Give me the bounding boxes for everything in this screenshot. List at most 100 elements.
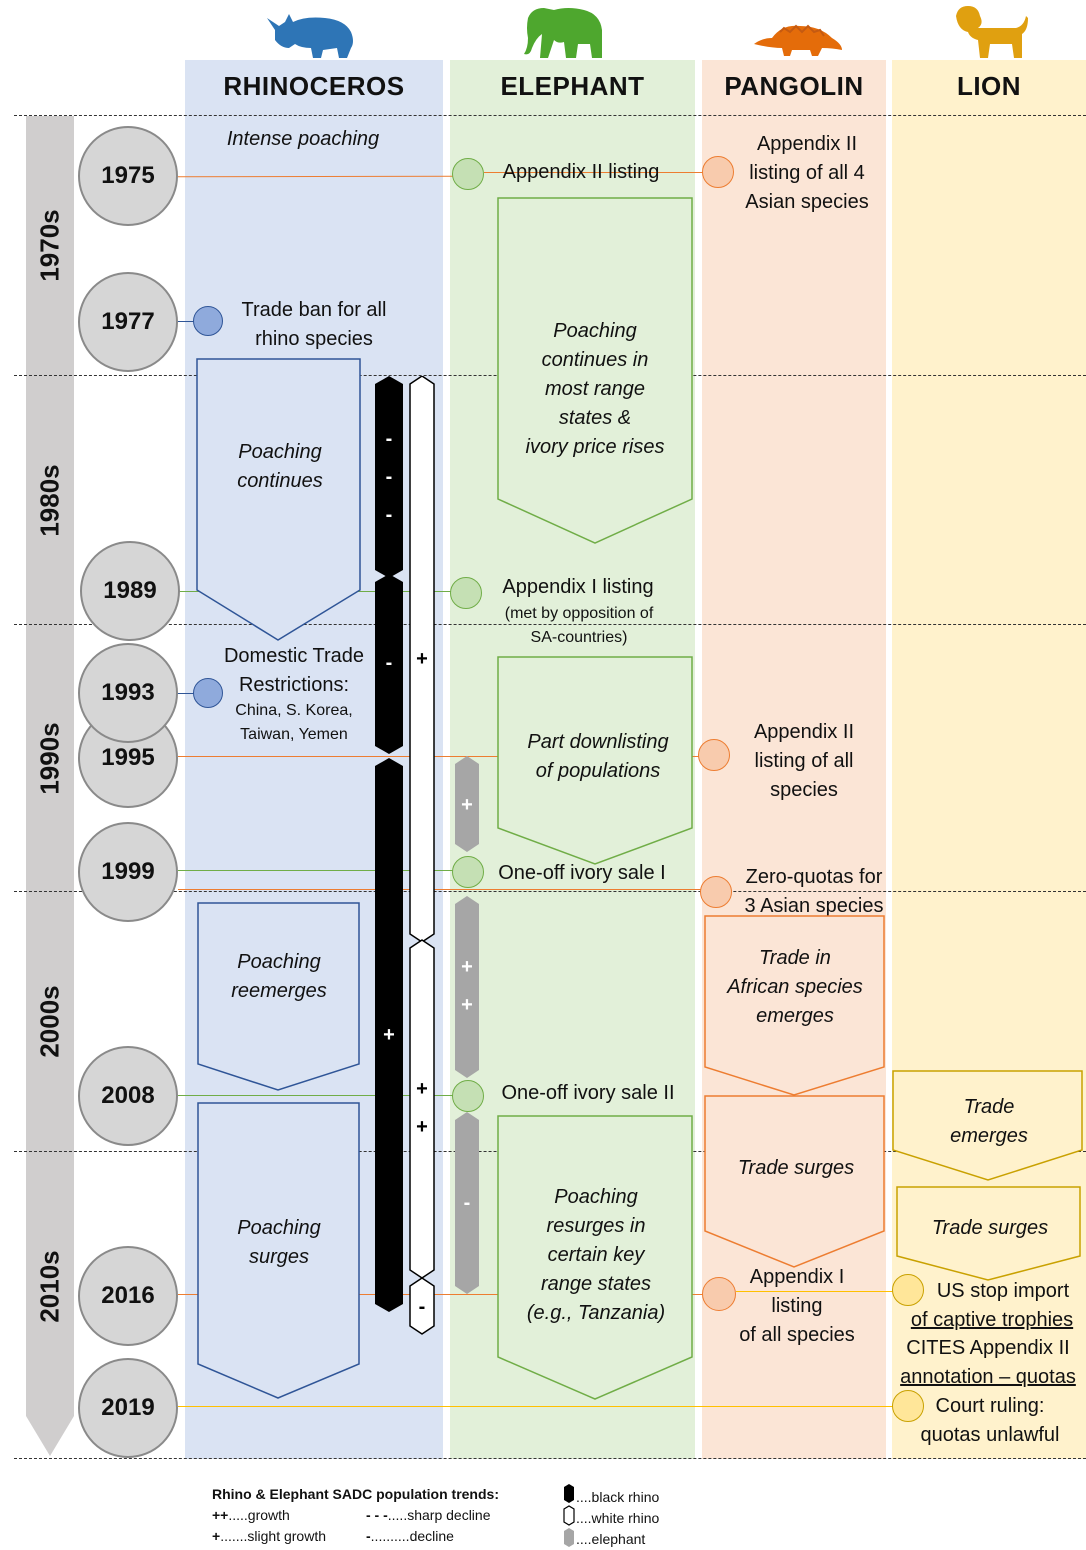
connector-2019 xyxy=(178,1406,896,1407)
year-circle-1977: 1977 xyxy=(78,272,178,372)
elephant-ivory-sale-2: One-off ivory sale II xyxy=(501,1082,675,1104)
elephant-dot-2008 xyxy=(452,1080,484,1112)
black-rhino-mark: - xyxy=(385,466,393,488)
connector-2008 xyxy=(178,1095,454,1096)
elephant-mark: + xyxy=(461,794,473,816)
lion-header: LION xyxy=(956,70,1022,101)
lion-dot-2019 xyxy=(892,1390,924,1422)
decade-divider xyxy=(14,1458,1086,1459)
elephant-appendix-ii: Appendix II listing xyxy=(502,161,660,183)
elephant-poaching-arrow-2 xyxy=(497,1115,693,1400)
connector-1977 xyxy=(178,321,194,322)
legend-symbols xyxy=(563,1484,575,1547)
rhino-header: RHINOCEROS xyxy=(223,70,405,101)
white-rhino-mark: + xyxy=(416,1078,428,1100)
black-rhino-mark: - xyxy=(385,504,393,526)
legend-keys: ....black rhino ....white rhino ....elep… xyxy=(576,1489,660,1547)
lion-court-ruling: Court ruling:quotas unlawful xyxy=(920,1395,1060,1446)
year-circle-1989: 1989 xyxy=(80,541,180,641)
rhino-intense-poaching: Intense poaching xyxy=(226,128,380,150)
elephant-dot-1975 xyxy=(452,158,484,190)
connector-1995 xyxy=(178,756,704,757)
rhino-poaching-arrow-1 xyxy=(196,358,361,641)
rhino-icon xyxy=(267,14,353,58)
white-rhino-bar-slight-growth xyxy=(409,376,435,943)
pangolin-trade-emerges-arrow xyxy=(704,915,885,1096)
connector-1999-pangolin xyxy=(178,889,702,890)
connector-2016 xyxy=(178,1294,708,1295)
decade-label: 2010s xyxy=(34,1249,65,1323)
decade-label: 1980s xyxy=(34,463,65,537)
lion-trade-surges-arrow xyxy=(896,1186,1081,1281)
pangolin-header: PANGOLIN xyxy=(724,70,864,101)
elephant-header: ELEPHANT xyxy=(500,70,645,101)
white-rhino-bar-decline xyxy=(409,1277,435,1335)
elephant-dot-1989 xyxy=(450,577,482,609)
black-rhino-mark: + xyxy=(383,1024,395,1046)
elephant-poaching-arrow-1 xyxy=(497,197,693,544)
pangolin-trade-surges: Trade surges xyxy=(737,1157,855,1179)
black-rhino-mark: - xyxy=(385,652,393,674)
lion-cites-annotation: CITES Appendix II annotation – quotas xyxy=(900,1337,1076,1388)
rhino-dot-1993 xyxy=(193,678,223,708)
pangolin-trade-surges-arrow xyxy=(704,1095,885,1268)
decade-label: 1990s xyxy=(34,721,65,795)
elephant-icon xyxy=(524,8,602,58)
elephant-bar-decline xyxy=(455,1112,479,1294)
black-rhino-bar-decline xyxy=(375,574,403,754)
rhino-poaching-arrow-2 xyxy=(197,902,360,1091)
white-rhino-mark: + xyxy=(416,1116,428,1138)
pangolin-icon xyxy=(754,24,842,56)
connector-1975-pangolin xyxy=(484,172,704,173)
year-circle-1993: 1993 xyxy=(78,643,178,743)
lion-dot-2016 xyxy=(892,1274,924,1306)
elephant-mark: + xyxy=(461,994,473,1016)
white-rhino-mark: - xyxy=(418,1296,426,1318)
year-circle-2008: 2008 xyxy=(78,1046,178,1146)
year-circle-1999: 1999 xyxy=(78,822,178,922)
connector-2016-lion xyxy=(736,1291,898,1292)
elephant-dot-1999 xyxy=(452,856,484,888)
decade-divider xyxy=(14,624,1086,625)
decade-label: 1970s xyxy=(34,208,65,282)
pangolin-dot-1999 xyxy=(700,876,732,908)
legend: Rhino & Elephant SADC population trends:… xyxy=(212,1484,552,1547)
elephant-bar-slight-growth xyxy=(455,756,479,852)
elephant-bar-growth xyxy=(455,896,479,1078)
black-rhino-bar-growth xyxy=(375,758,403,1312)
rhino-countries: China, S. Korea,Taiwan, Yemen xyxy=(235,702,353,743)
year-circle-2019: 2019 xyxy=(78,1358,178,1458)
decade-label: 2000s xyxy=(34,984,65,1058)
pangolin-dot-2016 xyxy=(702,1277,736,1311)
decade-divider xyxy=(14,891,1086,892)
lion-trade-surges: Trade surges xyxy=(931,1217,1049,1239)
white-rhino-mark: + xyxy=(416,648,428,670)
decade-divider xyxy=(14,115,1086,116)
timeline-arrow xyxy=(26,116,74,1456)
rhino-dot-1977 xyxy=(193,306,223,336)
rhino-poaching-arrow-3 xyxy=(197,1102,360,1399)
lion-icon xyxy=(956,6,1028,58)
pangolin-dot-1995 xyxy=(698,739,730,771)
year-circle-1975: 1975 xyxy=(78,126,178,226)
elephant-appendix-i: Appendix I listing xyxy=(502,576,654,598)
pangolin-dot-1975 xyxy=(702,156,734,188)
connector-1999 xyxy=(178,870,454,871)
connector-1993 xyxy=(176,693,194,694)
black-rhino-bar-sharp-decline xyxy=(375,376,403,578)
elephant-mark: + xyxy=(461,956,473,978)
